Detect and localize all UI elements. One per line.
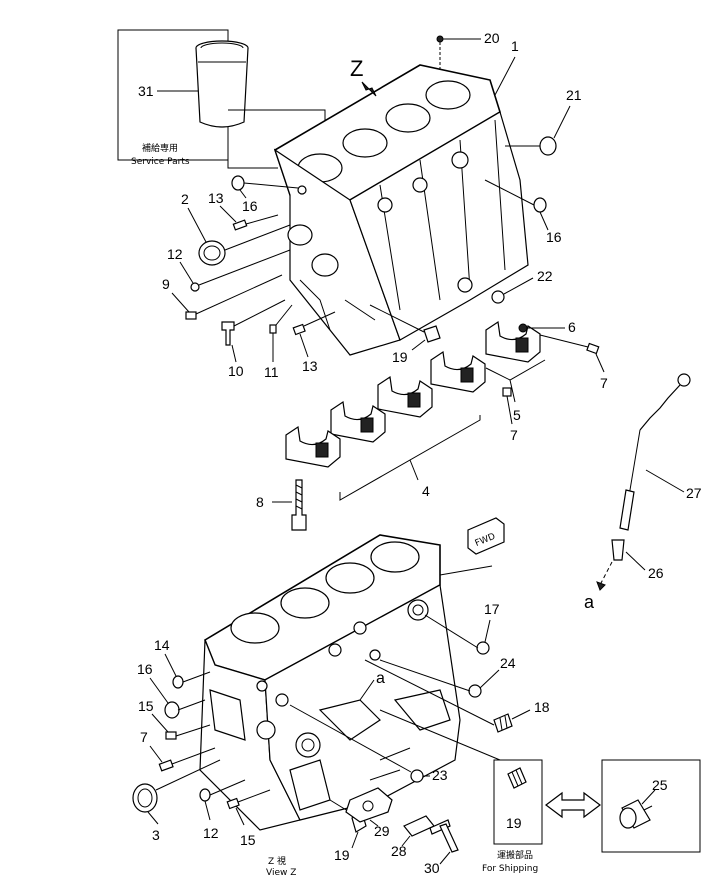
callout-5: 5 [513, 407, 521, 423]
cylinder-block-lower [199, 534, 461, 831]
double-arrow-icon [545, 791, 601, 819]
callout-31: 31 [138, 83, 154, 99]
callout-28: 28 [391, 843, 407, 859]
callout-30: 30 [424, 860, 440, 876]
for-shipping-en: For Shipping [482, 864, 538, 874]
reference-a-dipstick: a [584, 592, 595, 612]
callout-23: 23 [432, 767, 448, 783]
service-parts-jp: 補給専用 [142, 142, 178, 154]
callout-7-top: 7 [600, 375, 608, 391]
callout-16-bottom: 16 [137, 661, 153, 677]
callout-1-top: 1 [511, 38, 519, 54]
view-z-jp: Z 視 [268, 855, 286, 867]
callout-22: 22 [537, 268, 553, 284]
lower-callouts: 17 24 18 a 23 14 16 15 7 [132, 565, 550, 876]
callout-6: 6 [568, 319, 576, 335]
callout-10: 10 [228, 363, 244, 379]
for-shipping-inset: 19 運搬部品 For Shipping [482, 759, 543, 874]
callout-29: 29 [374, 823, 390, 839]
view-z-en: View Z [266, 868, 296, 878]
dipstick-assembly: 27 26 a [584, 373, 702, 612]
callout-19-top: 19 [392, 349, 408, 365]
callout-16-right: 16 [546, 229, 562, 245]
cylinder-block-upper [273, 64, 529, 356]
callout-7-mid: 7 [510, 427, 518, 443]
callout-8: 8 [256, 494, 264, 510]
main-bearing-caps: 4 5 6 7 7 8 [256, 319, 608, 531]
callout-3: 3 [152, 827, 160, 843]
for-shipping-jp: 運搬部品 [497, 849, 533, 861]
callout-18: 18 [534, 699, 550, 715]
sensor-inset: 25 [601, 759, 701, 853]
callout-24: 24 [500, 655, 516, 671]
callout-15-b: 15 [240, 832, 256, 848]
callout-13-left: 13 [208, 190, 224, 206]
reference-a-block: a [376, 670, 385, 687]
callout-12-bottom: 12 [203, 825, 219, 841]
callout-9: 9 [162, 276, 170, 292]
callout-25: 25 [652, 777, 668, 793]
callout-4: 4 [422, 483, 430, 499]
callout-7-bottom: 7 [140, 729, 148, 745]
callout-27: 27 [686, 485, 702, 501]
callout-19-bottom: 19 [334, 847, 350, 863]
callout-26: 26 [648, 565, 664, 581]
service-parts-en: Service Parts [131, 157, 190, 167]
service-parts-inset: 31 補給専用 Service Parts [117, 29, 326, 169]
callout-12-top: 12 [167, 246, 183, 262]
callout-13-bottom: 13 [302, 358, 318, 374]
callout-14: 14 [154, 637, 170, 653]
reference-arrow-icon [596, 581, 606, 591]
view-arrow-icon [361, 81, 377, 97]
fwd-tag: FWD [467, 517, 505, 555]
callout-2: 2 [181, 191, 189, 207]
callout-21: 21 [566, 87, 582, 103]
callout-20: 20 [484, 30, 500, 46]
callout-15-a: 15 [138, 698, 154, 714]
view-z-letter: Z [350, 56, 363, 81]
callout-19-box: 19 [506, 815, 522, 831]
callout-17: 17 [484, 601, 500, 617]
callout-11: 11 [264, 364, 279, 380]
upper-callouts: 1 20 21 16 22 16 13 2 12 9 [162, 30, 582, 380]
callout-16-top: 16 [242, 198, 258, 214]
